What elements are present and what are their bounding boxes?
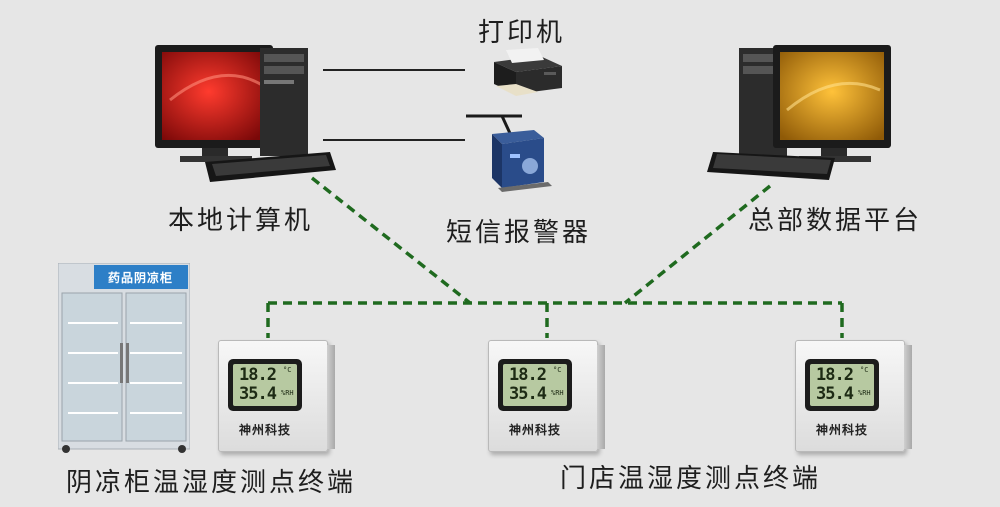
temperature-value: 18.2 [509, 365, 547, 385]
temperature-unit: °C [860, 366, 869, 374]
local-computer-label: 本地计算机 [168, 206, 314, 236]
temperature-unit: °C [553, 366, 562, 374]
temp-humidity-sensor: 18.2 °C 35.4 %RH 神州科技 [488, 340, 605, 452]
printer-icon [494, 48, 562, 96]
hq-platform-label: 总部数据平台 [748, 206, 923, 236]
lcd-display: 18.2 °C 35.4 %RH [233, 364, 297, 406]
temperature-value: 18.2 [816, 365, 854, 385]
printer-label: 打印机 [478, 18, 566, 48]
refrigerated-cabinet-icon: 药品阴凉柜 [57, 262, 191, 453]
store-terminal-label: 门店温湿度测点终端 [560, 464, 822, 494]
temperature-unit: °C [283, 366, 292, 374]
local-computer-icon [155, 45, 336, 182]
local-pc-uplink [310, 176, 472, 305]
humidity-unit: %RH [858, 389, 871, 397]
temp-humidity-sensor: 18.2 °C 35.4 %RH 神州科技 [218, 340, 335, 452]
hq-uplink [623, 184, 772, 305]
sms-alarm-modem-icon [466, 114, 552, 192]
sensor-brand: 神州科技 [508, 423, 561, 437]
humidity-unit: %RH [281, 389, 294, 397]
hq-computer-icon [707, 45, 891, 180]
sensor-brand: 神州科技 [238, 423, 291, 437]
humidity-unit: %RH [551, 389, 564, 397]
humidity-value: 35.4 [816, 384, 854, 404]
lcd-display: 18.2 °C 35.4 %RH [503, 364, 567, 406]
cabinet-sign: 药品阴凉柜 [108, 271, 174, 285]
temp-humidity-sensor: 18.2 °C 35.4 %RH 神州科技 [795, 340, 912, 452]
temperature-value: 18.2 [239, 365, 277, 385]
lcd-display: 18.2 °C 35.4 %RH [810, 364, 874, 406]
humidity-value: 35.4 [239, 384, 277, 404]
sensor-brand: 神州科技 [815, 423, 868, 437]
cabinet-terminal-label: 阴凉柜温湿度测点终端 [66, 468, 357, 498]
humidity-value: 35.4 [509, 384, 547, 404]
sms-alarm-label: 短信报警器 [446, 218, 592, 248]
